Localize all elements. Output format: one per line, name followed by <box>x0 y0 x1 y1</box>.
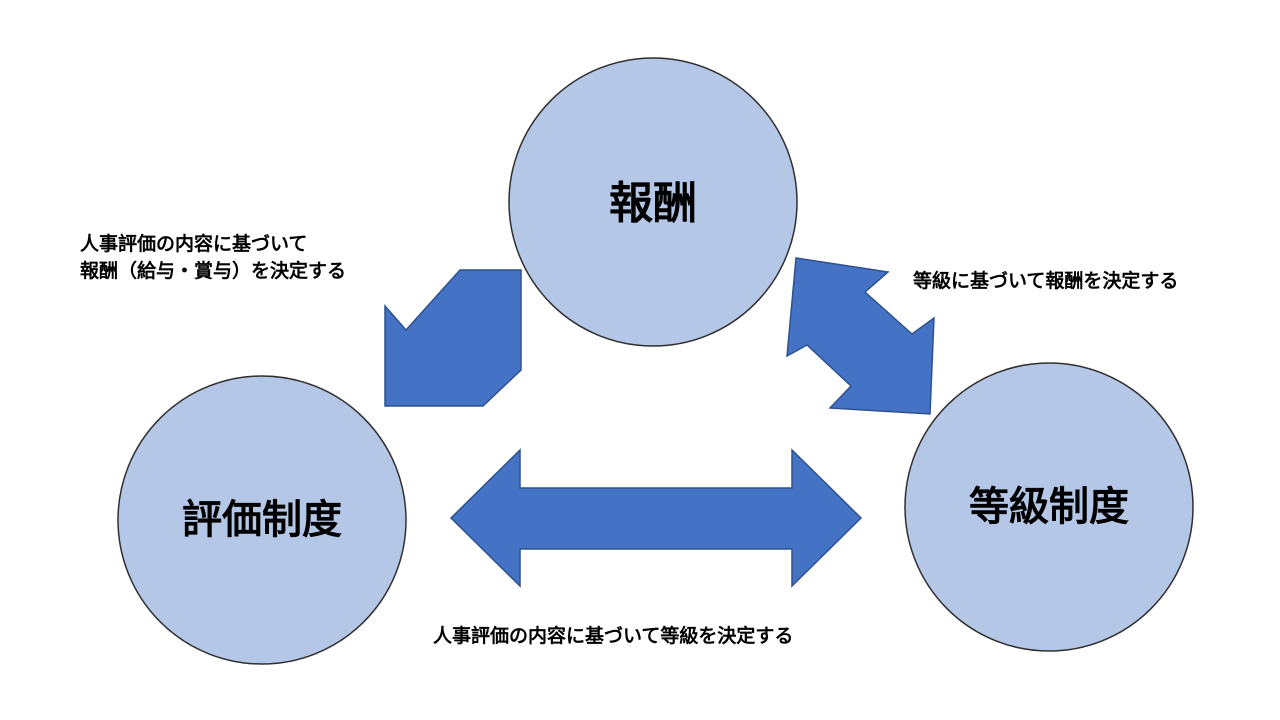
node-compensation: 報酬 <box>508 57 798 347</box>
node-compensation-circle <box>508 57 798 347</box>
relation-label-grading-compensation: 等級に基づいて報酬を決定する <box>912 269 1178 292</box>
double-arrow-compensation-grading <box>786 257 935 415</box>
node-compensation-label: 報酬 <box>609 178 697 229</box>
relation-label-evaluation-grading: 人事評価の内容に基づいて等級を決定する <box>433 624 793 647</box>
node-evaluation-label: 評価制度 <box>182 497 342 543</box>
node-evaluation-circle <box>117 375 407 665</box>
double-arrow-evaluation-compensation <box>384 269 522 407</box>
double-arrow-evaluation-grading <box>449 448 863 588</box>
node-grading: 等級制度 <box>904 362 1194 652</box>
node-grading-label: 等級制度 <box>969 484 1129 530</box>
node-grading-circle <box>904 362 1194 652</box>
relation-label-evaluation-compensation-line2: 報酬（給与・賞与）を決定する <box>80 259 346 282</box>
node-evaluation: 評価制度 <box>117 375 407 665</box>
relation-label-evaluation-compensation-line1: 人事評価の内容に基づいて <box>80 232 307 255</box>
